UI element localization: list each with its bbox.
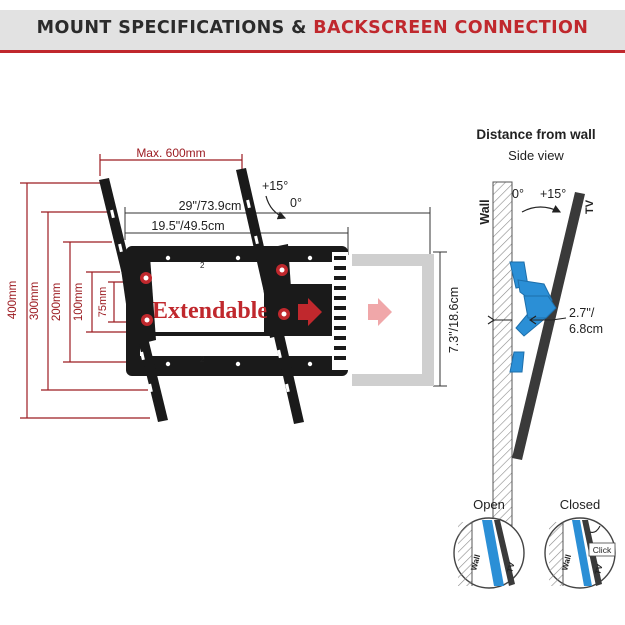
vesa-height-brackets — [20, 182, 150, 419]
plate-number-top: 2 — [200, 261, 205, 270]
right-tv-arm — [236, 168, 304, 424]
wall-label: Wall — [478, 199, 492, 224]
distance-dimension — [487, 315, 567, 325]
width-base-label: 19.5"/49.5cm — [151, 219, 224, 233]
front-view: Max. 600mm 400mm 300mm 200mm 100mm 75mm … — [7, 146, 461, 424]
open-tv-label: TV — [505, 561, 517, 574]
vesa-200-label: 200mm — [51, 283, 63, 321]
plate-number-bottom: 2 — [200, 355, 205, 364]
extendable-label: Extendable — [152, 298, 268, 324]
angle-arrow-icon — [521, 205, 562, 213]
extend-arrow-icon — [298, 298, 322, 326]
closed-label: Closed — [560, 497, 600, 512]
tv-panel — [512, 192, 585, 460]
extended-plate-ghost — [352, 254, 434, 386]
width-extended-label: 29"/73.9cm — [179, 199, 242, 213]
side-view-subtitle: Side view — [508, 148, 564, 163]
click-label: Click — [593, 545, 612, 555]
tilt-zero-label: 0° — [290, 196, 302, 210]
tv-label: TV — [584, 199, 596, 214]
title-part-red: BACKSCREEN CONNECTION — [313, 18, 589, 38]
header-banner: MOUNT SPECIFICATIONS & BACKSCREEN CONNEC… — [0, 10, 625, 53]
page-title: MOUNT SPECIFICATIONS & BACKSCREEN CONNEC… — [0, 18, 625, 38]
distance-label-line1: 2.7"/ — [569, 306, 595, 320]
angle-up-label: +15° — [540, 187, 566, 201]
width-dimension-lines — [124, 207, 431, 255]
lock-open-circle: Wall TV — [453, 517, 525, 589]
side-view-title: Distance from wall — [476, 127, 595, 142]
title-part-dark: MOUNT SPECIFICATIONS & — [36, 18, 314, 38]
height-dimension — [433, 251, 447, 387]
vesa-400-label: 400mm — [7, 281, 19, 319]
closed-wall-label: Wall — [560, 554, 573, 572]
vesa-100-label: 100mm — [73, 283, 85, 321]
lock-closed-circle: Click Wall TV — [544, 517, 616, 589]
vesa-300-label: 300mm — [29, 282, 41, 320]
extend-arrow-ghost-icon — [368, 298, 392, 326]
distance-label-line2: 6.8cm — [569, 322, 603, 336]
tilt-up-label: +15° — [262, 179, 288, 193]
open-wall-label: Wall — [469, 554, 482, 572]
max-width-label: Max. 600mm — [136, 146, 205, 160]
vesa-75-label: 75mm — [97, 287, 109, 318]
height-label: 7.3"/18.6cm — [447, 287, 461, 353]
angle-zero-label: 0° — [512, 187, 524, 201]
tilt-arrow-icon — [265, 195, 287, 220]
closed-tv-label: TV — [593, 563, 605, 576]
blue-bracket — [509, 261, 557, 373]
side-view: Distance from wall Side view Wall 0° +15… — [476, 127, 603, 581]
click-arrow-icon — [589, 525, 601, 533]
extendable-label-background — [152, 284, 264, 332]
left-tv-arm — [99, 178, 168, 422]
lock-detail: Open Closed Wall TV Click Wall TV — [453, 497, 616, 589]
open-label: Open — [473, 497, 505, 512]
